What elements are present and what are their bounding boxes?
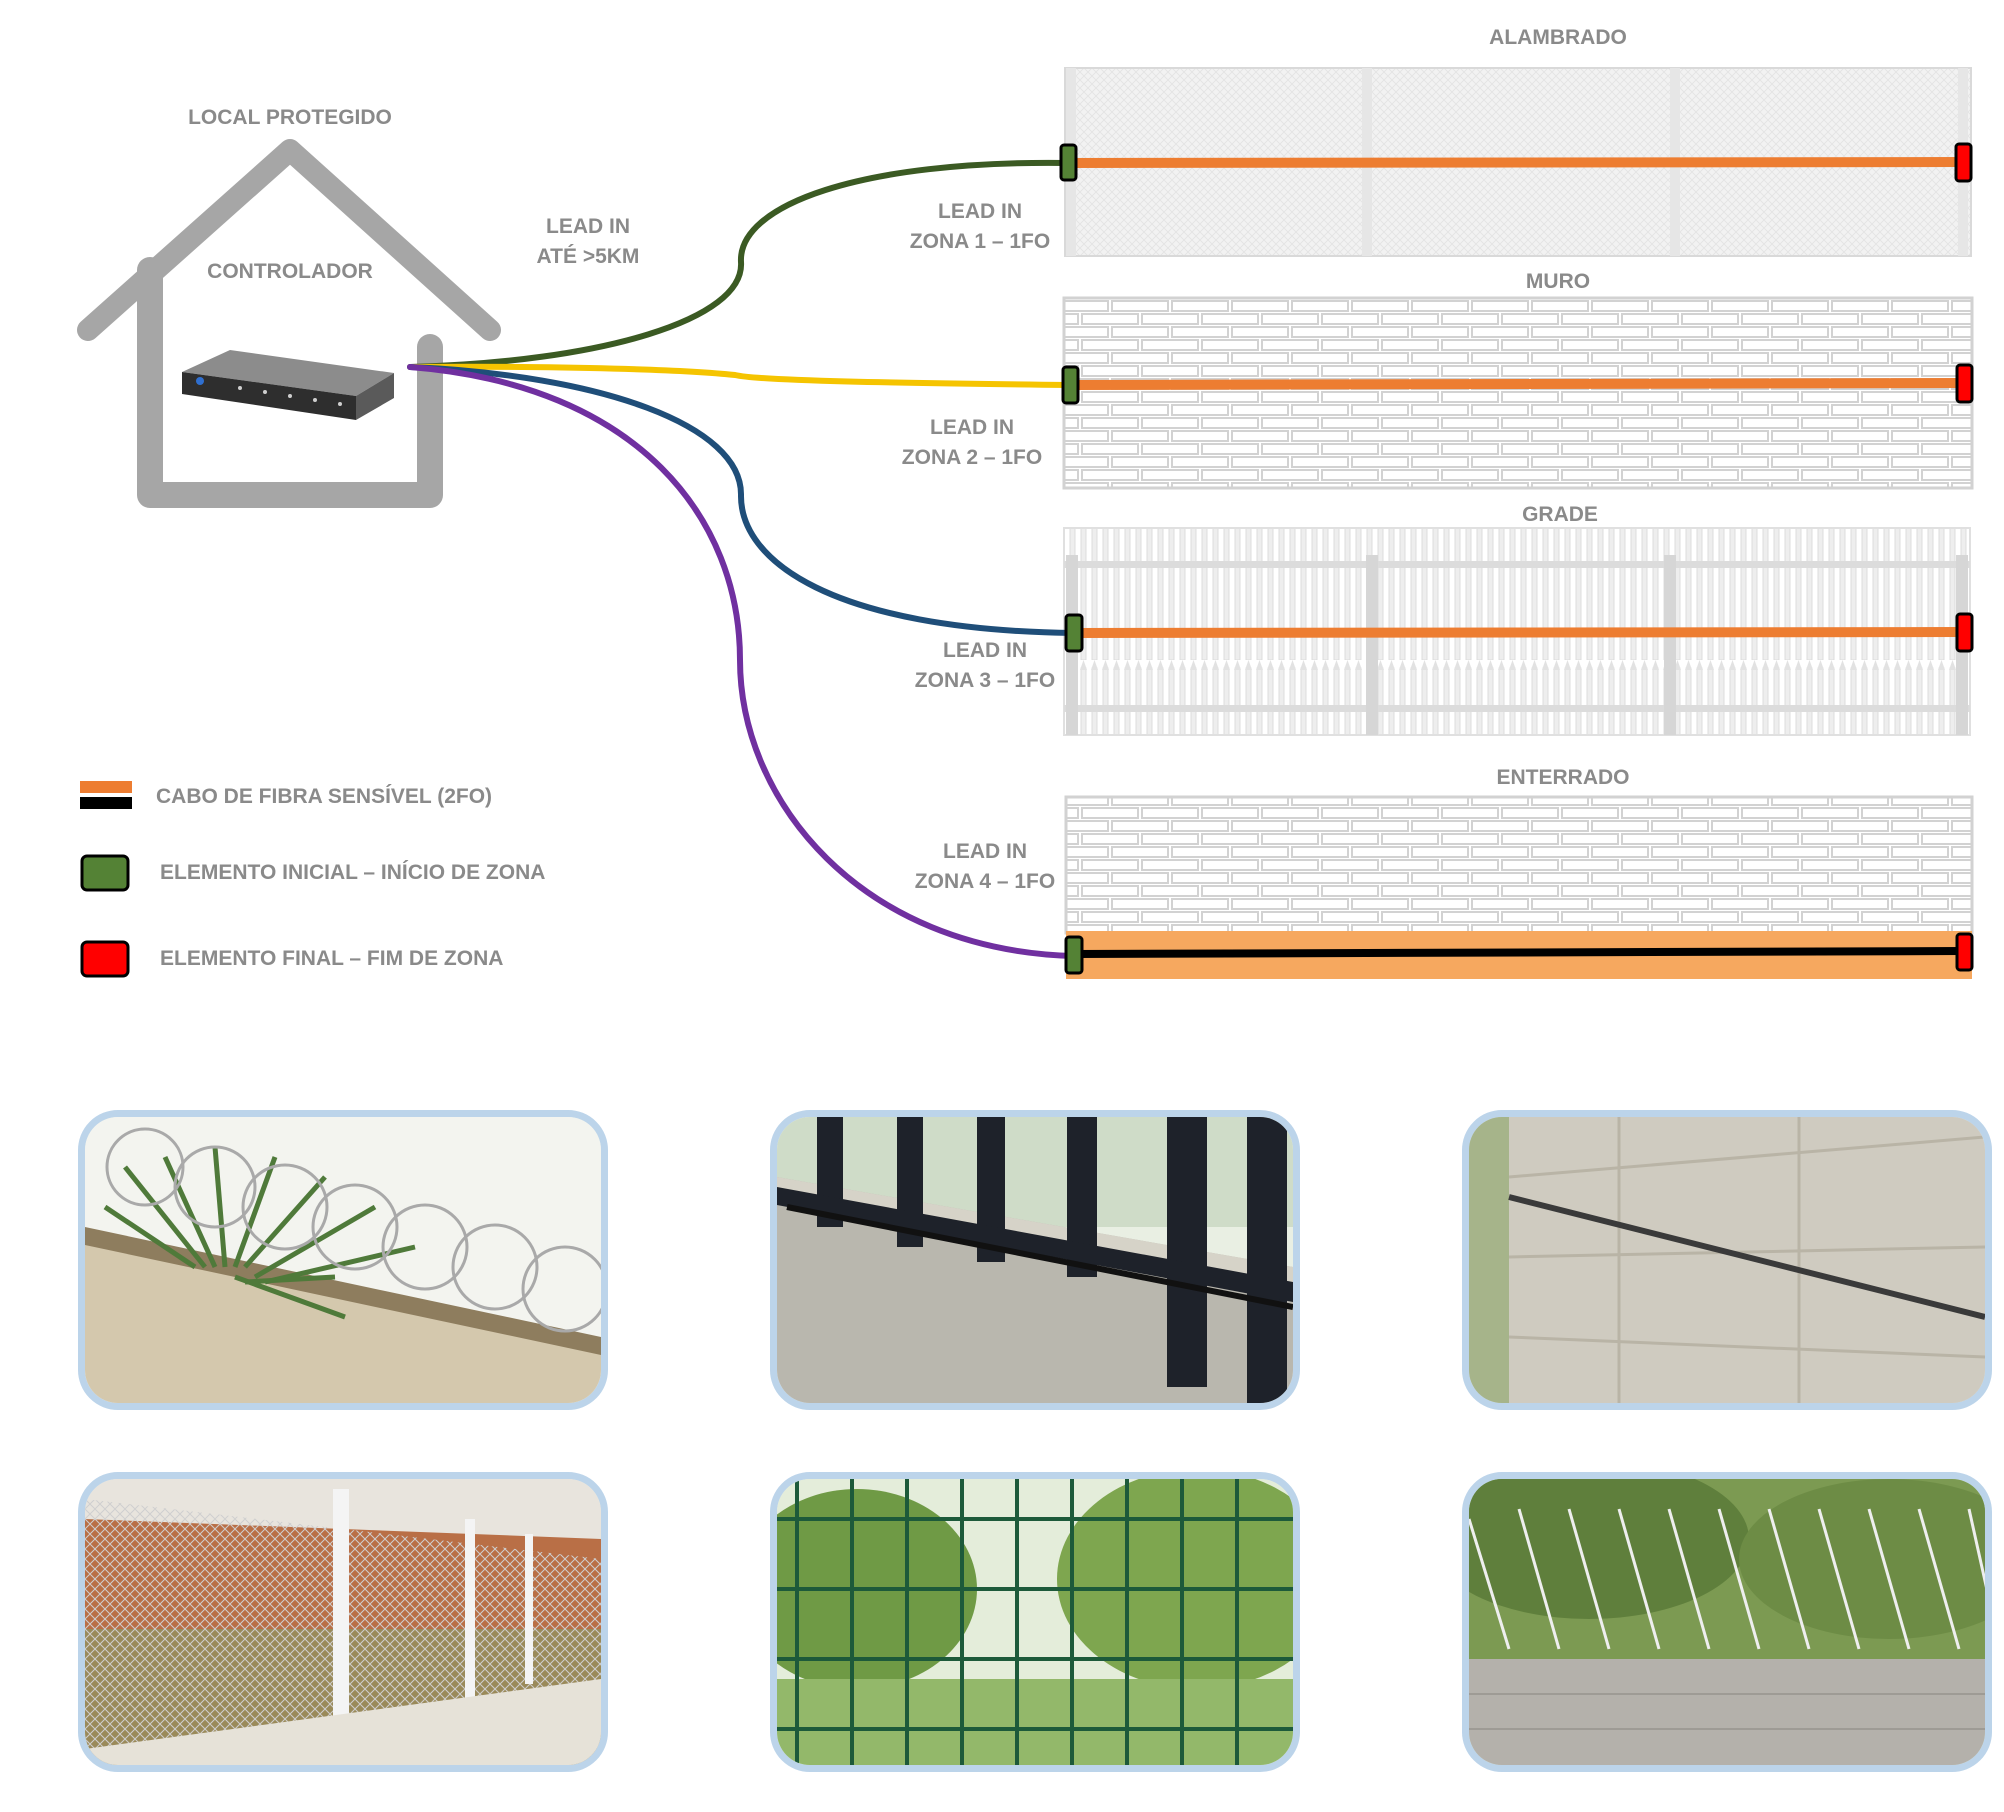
legend-item-fiber: CABO DE FIBRA SENSÍVEL (2FO) [80, 781, 492, 809]
zone-4-start-element-icon[interactable] [1064, 935, 1084, 975]
house-icon [77, 139, 501, 508]
zone-1-barrier-label: ALAMBRADO [1489, 26, 1627, 49]
legend-fiber-label: CABO DE FIBRA SENSÍVEL (2FO) [156, 785, 492, 808]
legend: CABO DE FIBRA SENSÍVEL (2FO) ELEMENTO IN… [80, 781, 545, 978]
zone-1-chain-link-barrier: ALAMBRADO [1064, 26, 1972, 257]
start-element-icon [80, 854, 130, 892]
zone-3-barrier-label: GRADE [1522, 503, 1598, 526]
zone-2-lead-line2: ZONA 2 – 1FO [902, 446, 1042, 469]
lead-in-main-line2: ATÉ >5KM [537, 245, 640, 268]
zone-3-lead-line2: ZONA 3 – 1FO [915, 669, 1055, 692]
zone-2-lead-line1: LEAD IN [930, 416, 1014, 439]
legend-end-label: ELEMENTO FINAL – FIM DE ZONA [160, 947, 503, 970]
zone-3-end-element-icon[interactable] [1955, 612, 1974, 653]
zone-1-sensing-fiber [1059, 142, 1973, 183]
zone-4-sensing-fiber [1064, 932, 1974, 975]
legend-item-start: ELEMENTO INICIAL – INÍCIO DE ZONA [80, 854, 545, 892]
zone-3-lead-in-cable [407, 364, 1077, 636]
legend-item-end: ELEMENTO FINAL – FIM DE ZONA [80, 940, 503, 978]
zone-2-end-element-icon[interactable] [1955, 363, 1974, 404]
zone-2-lead-in-cable [407, 363, 1073, 388]
zone-2-start-element-icon[interactable] [1061, 365, 1080, 405]
controller-device-icon[interactable] [182, 350, 394, 420]
zone-2-wall-barrier: MURO [1062, 270, 1974, 490]
site-title: LOCAL PROTEGIDO [188, 106, 392, 129]
zone-1-start-element-icon[interactable] [1059, 143, 1078, 182]
zone-3-start-element-icon[interactable] [1064, 613, 1084, 653]
zone-4-lead-in-cable [407, 364, 1076, 959]
lead-in-main-label: LEAD IN ATÉ >5KM [537, 215, 640, 268]
controller-label: CONTROLADOR [207, 260, 373, 283]
zone-4-lead-line2: ZONA 4 – 1FO [915, 870, 1055, 893]
legend-start-label: ELEMENTO INICIAL – INÍCIO DE ZONA [160, 861, 545, 884]
zone-4-lead-in-label: LEAD IN ZONA 4 – 1FO [915, 840, 1055, 893]
lead-in-main-line1: LEAD IN [546, 215, 630, 238]
zone-1-lead-line1: LEAD IN [938, 200, 1022, 223]
zone-2-barrier-label: MURO [1526, 270, 1590, 293]
zone-4-buried-barrier: ENTERRADO [1064, 766, 1974, 979]
zone-3-lead-line1: LEAD IN [943, 639, 1027, 662]
zone-1-lead-line2: ZONA 1 – 1FO [910, 230, 1050, 253]
zone-2-sensing-fiber [1061, 363, 1974, 405]
zone-1-lead-in-label: LEAD IN ZONA 1 – 1FO [910, 200, 1050, 253]
protected-site: LOCAL PROTEGIDO CONTROLADOR [77, 106, 501, 508]
end-element-icon [80, 940, 130, 978]
fiber-cable-icon [80, 781, 132, 809]
zone-3-lead-in-label: LEAD IN ZONA 3 – 1FO [915, 639, 1055, 692]
zone-3-railing-barrier: GRADE [1063, 503, 1971, 736]
zone-4-barrier-label: ENTERRADO [1496, 766, 1629, 789]
zone-3-sensing-fiber [1064, 612, 1974, 653]
zone-1-lead-in-cable [407, 159, 1071, 370]
zone-2-lead-in-label: LEAD IN ZONA 2 – 1FO [902, 416, 1042, 469]
zone-1-end-element-icon[interactable] [1954, 142, 1973, 183]
zone-4-end-element-icon[interactable] [1955, 932, 1974, 972]
zone-4-lead-line1: LEAD IN [943, 840, 1027, 863]
lead-in-cables [407, 159, 1077, 959]
